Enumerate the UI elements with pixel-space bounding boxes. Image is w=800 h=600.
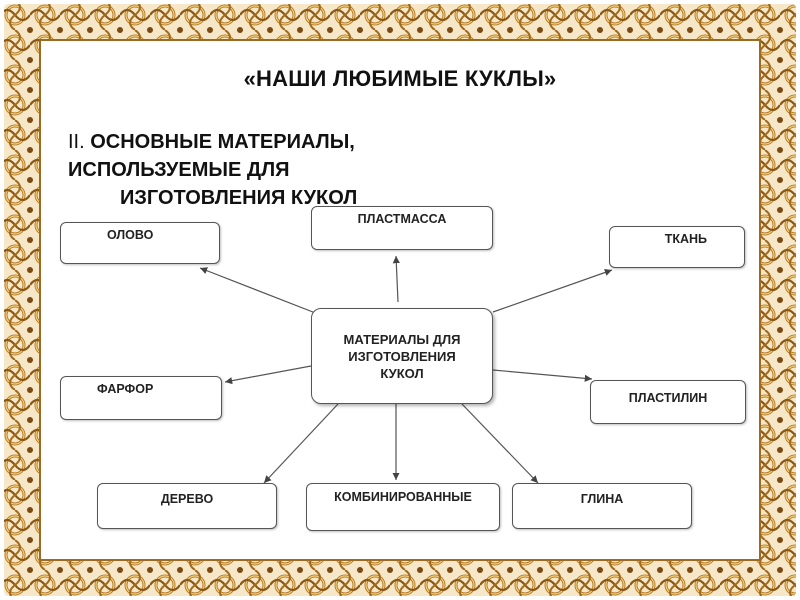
arrow-to-glina	[461, 403, 539, 484]
section-heading: II. ОСНОВНЫЕ МАТЕРИАЛЫ, ИСПОЛЬЗУЕМЫЕ ДЛЯ…	[68, 128, 488, 212]
node-glina-label: ГЛИНА	[580, 492, 624, 506]
arrow-to-olovo	[199, 267, 319, 315]
node-tkan: ТКАНЬ	[609, 226, 745, 268]
node-plastilin: ПЛАСТИЛИН	[590, 380, 746, 424]
node-kombinirovannye: КОМБИНИРОВАННЫЕ	[306, 483, 500, 531]
arrow-to-farfor	[224, 365, 312, 385]
node-derevo-label: ДЕРЕВО	[160, 492, 214, 506]
section-numeral: II.	[68, 131, 85, 153]
slide-title: «НАШИ ЛЮБИМЫЕ КУКЛЫ»	[243, 66, 557, 91]
center-node: МАТЕРИАЛЫ ДЛЯ ИЗГОТОВЛЕНИЯ КУКОЛ	[311, 308, 493, 404]
section-heading-line-1: ОСНОВНЫЕ МАТЕРИАЛЫ,	[90, 131, 355, 153]
section-heading-line-2: ИСПОЛЬЗУЕМЫЕ ДЛЯ	[68, 159, 290, 181]
center-node-label: МАТЕРИАЛЫ ДЛЯ ИЗГОТОВЛЕНИЯ КУКОЛ	[343, 331, 461, 381]
node-plastilin-label: ПЛАСТИЛИН	[628, 391, 708, 405]
node-olovo: ОЛОВО	[60, 222, 220, 264]
node-glina: ГЛИНА	[512, 483, 692, 529]
section-heading-line-3: ИЗГОТОВЛЕНИЯ КУКОЛ	[120, 187, 358, 209]
arrow-to-plastmassa	[392, 255, 400, 303]
node-farfor: ФАРФОР	[60, 376, 222, 420]
node-plastmassa-label: ПЛАСТМАССА	[357, 212, 447, 226]
node-plastmassa: ПЛАСТМАССА	[311, 206, 493, 250]
node-kombinirovannye-label: КОМБИНИРОВАННЫЕ	[334, 490, 472, 504]
node-farfor-label: ФАРФОР	[97, 382, 154, 396]
node-derevo: ДЕРЕВО	[97, 483, 277, 529]
arrow-to-plastilin	[492, 369, 593, 382]
arrow-to-tkan	[492, 269, 613, 313]
node-olovo-label: ОЛОВО	[107, 228, 154, 242]
node-tkan-label: ТКАНЬ	[664, 232, 707, 246]
arrow-to-derevo	[263, 403, 339, 484]
